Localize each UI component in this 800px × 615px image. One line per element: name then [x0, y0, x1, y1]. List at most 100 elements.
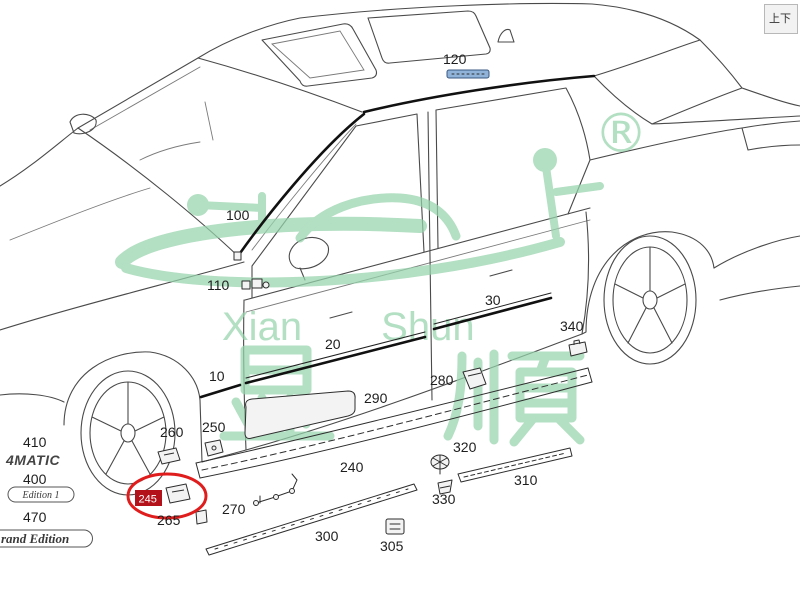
part-110-clip-c	[262, 281, 270, 289]
watermark-latin-text: Xian Shun	[222, 305, 475, 349]
rear-wheel-arch	[581, 231, 715, 335]
trunk-lid-near	[651, 115, 800, 125]
part-300-lower-strip	[205, 483, 418, 556]
wiper-line	[204, 101, 214, 141]
callout-120[interactable]: 120	[443, 51, 467, 67]
watermark-car-shape	[295, 193, 461, 243]
callout-20[interactable]: 20	[325, 336, 341, 352]
cowl-line	[77, 127, 241, 259]
side-skirt-end-caps	[195, 367, 593, 479]
callout-310[interactable]: 310	[514, 472, 538, 488]
part-270-node-a	[253, 500, 259, 506]
a-pillar-moulding-end-cap	[233, 251, 242, 261]
up-down-toggle-label: 上下	[769, 12, 791, 25]
side-skirt-bottom-edge	[199, 381, 593, 479]
a-pillar-moulding	[236, 112, 366, 258]
callout-400[interactable]: 400	[23, 471, 47, 487]
callout-280[interactable]: 280	[430, 372, 454, 388]
part-270-node-b	[273, 494, 279, 500]
callout-110[interactable]: 110	[207, 277, 230, 293]
part-10-moulding	[199, 383, 242, 399]
part-100-a-pillar-moulding	[233, 112, 366, 261]
badges: 410 4MATIC 400 Edition 1 470 rand Editio…	[0, 434, 93, 548]
callout-100[interactable]: 100	[226, 207, 250, 223]
callout-10[interactable]: 10	[209, 368, 225, 384]
tail-lamp	[741, 120, 800, 151]
part-300-dots	[214, 488, 409, 550]
callout-470[interactable]: 470	[23, 509, 47, 525]
callout-240[interactable]: 240	[340, 459, 364, 475]
callout-265[interactable]: 265	[157, 512, 181, 528]
watermark-char-2-inner	[515, 383, 577, 408]
rear-tire	[603, 235, 697, 365]
part-310-rear-strip	[457, 447, 573, 483]
watermark: ® Xian Shun	[115, 102, 648, 447]
part-240-side-skirt	[195, 367, 593, 479]
callout-290[interactable]: 290	[364, 390, 388, 406]
hood-far-edge	[0, 127, 79, 187]
part-260-clip	[157, 447, 181, 465]
antenna-fin	[497, 28, 515, 43]
watermark-char-2-right-strokes	[507, 351, 585, 447]
rear-spokes	[614, 246, 686, 344]
part-250-hole	[211, 445, 217, 451]
shoulder-line	[245, 219, 591, 313]
callout-410[interactable]: 410	[23, 434, 47, 450]
part-310-outline	[457, 447, 573, 483]
badge-grand-edition-text: rand Edition	[1, 531, 69, 546]
part-305-body	[385, 518, 405, 535]
up-down-toggle-button[interactable]: 上下	[764, 4, 798, 34]
front-hub	[120, 423, 136, 443]
rear-side-window	[435, 87, 591, 249]
front-side-window	[251, 113, 425, 299]
sunroof-front-inner	[271, 30, 365, 79]
badge-4matic: 4MATIC	[5, 452, 60, 468]
highlight-label-text[interactable]: 245	[139, 494, 157, 506]
callout-260[interactable]: 260	[160, 424, 184, 440]
callout-30[interactable]: 30	[485, 292, 501, 308]
part-300-outline	[205, 483, 418, 556]
callout-250[interactable]: 250	[202, 419, 226, 435]
rear-hub	[642, 290, 658, 310]
near-mirror	[288, 236, 329, 281]
highlight-label-box[interactable]	[135, 490, 162, 506]
watermark-chinese-characters	[219, 345, 585, 447]
watermark-logo	[115, 148, 604, 288]
far-mirror	[69, 113, 97, 135]
front-spokes	[91, 381, 165, 475]
part-20-upper-edge	[245, 331, 426, 379]
sunroof-rear-panel	[367, 10, 491, 64]
front-bumper-line	[0, 393, 65, 403]
rear-shoulder	[589, 127, 743, 161]
callout-340[interactable]: 340	[560, 318, 584, 334]
callout-305[interactable]: 305	[380, 538, 404, 554]
callout-300[interactable]: 300	[315, 528, 339, 544]
part-305-clip	[385, 518, 405, 535]
watermark-right-bar	[541, 156, 604, 240]
front-wheel	[80, 370, 176, 496]
part-30-upper-edge	[433, 292, 552, 325]
front-wheel-arch	[63, 351, 201, 426]
b-pillar	[427, 111, 433, 401]
part-120-roof-moulding	[362, 69, 596, 114]
part-320-push-clip	[430, 454, 450, 475]
far-a-pillar-inner	[89, 66, 201, 131]
highlighted-callout-245[interactable]: 245	[126, 472, 208, 520]
callout-320[interactable]: 320	[453, 439, 477, 455]
part-330-screw	[437, 479, 453, 495]
badge-edition-1-pill	[7, 486, 75, 503]
part-30-door-moulding	[432, 292, 553, 331]
part-20-strip	[244, 335, 427, 385]
watermark-lower-swoosh	[121, 237, 565, 288]
sunroof-front-panel	[261, 23, 378, 87]
part-305-detail	[389, 523, 401, 530]
front-fender-crease	[0, 261, 245, 331]
badge-edition-1-text: Edition 1	[22, 490, 60, 501]
part-110-clips	[241, 278, 270, 290]
hood-crease	[9, 187, 151, 241]
callout-270[interactable]: 270	[222, 501, 246, 517]
callout-330[interactable]: 330	[432, 491, 456, 507]
part-110-clip-a	[241, 280, 251, 290]
part-20-door-moulding	[244, 331, 427, 385]
